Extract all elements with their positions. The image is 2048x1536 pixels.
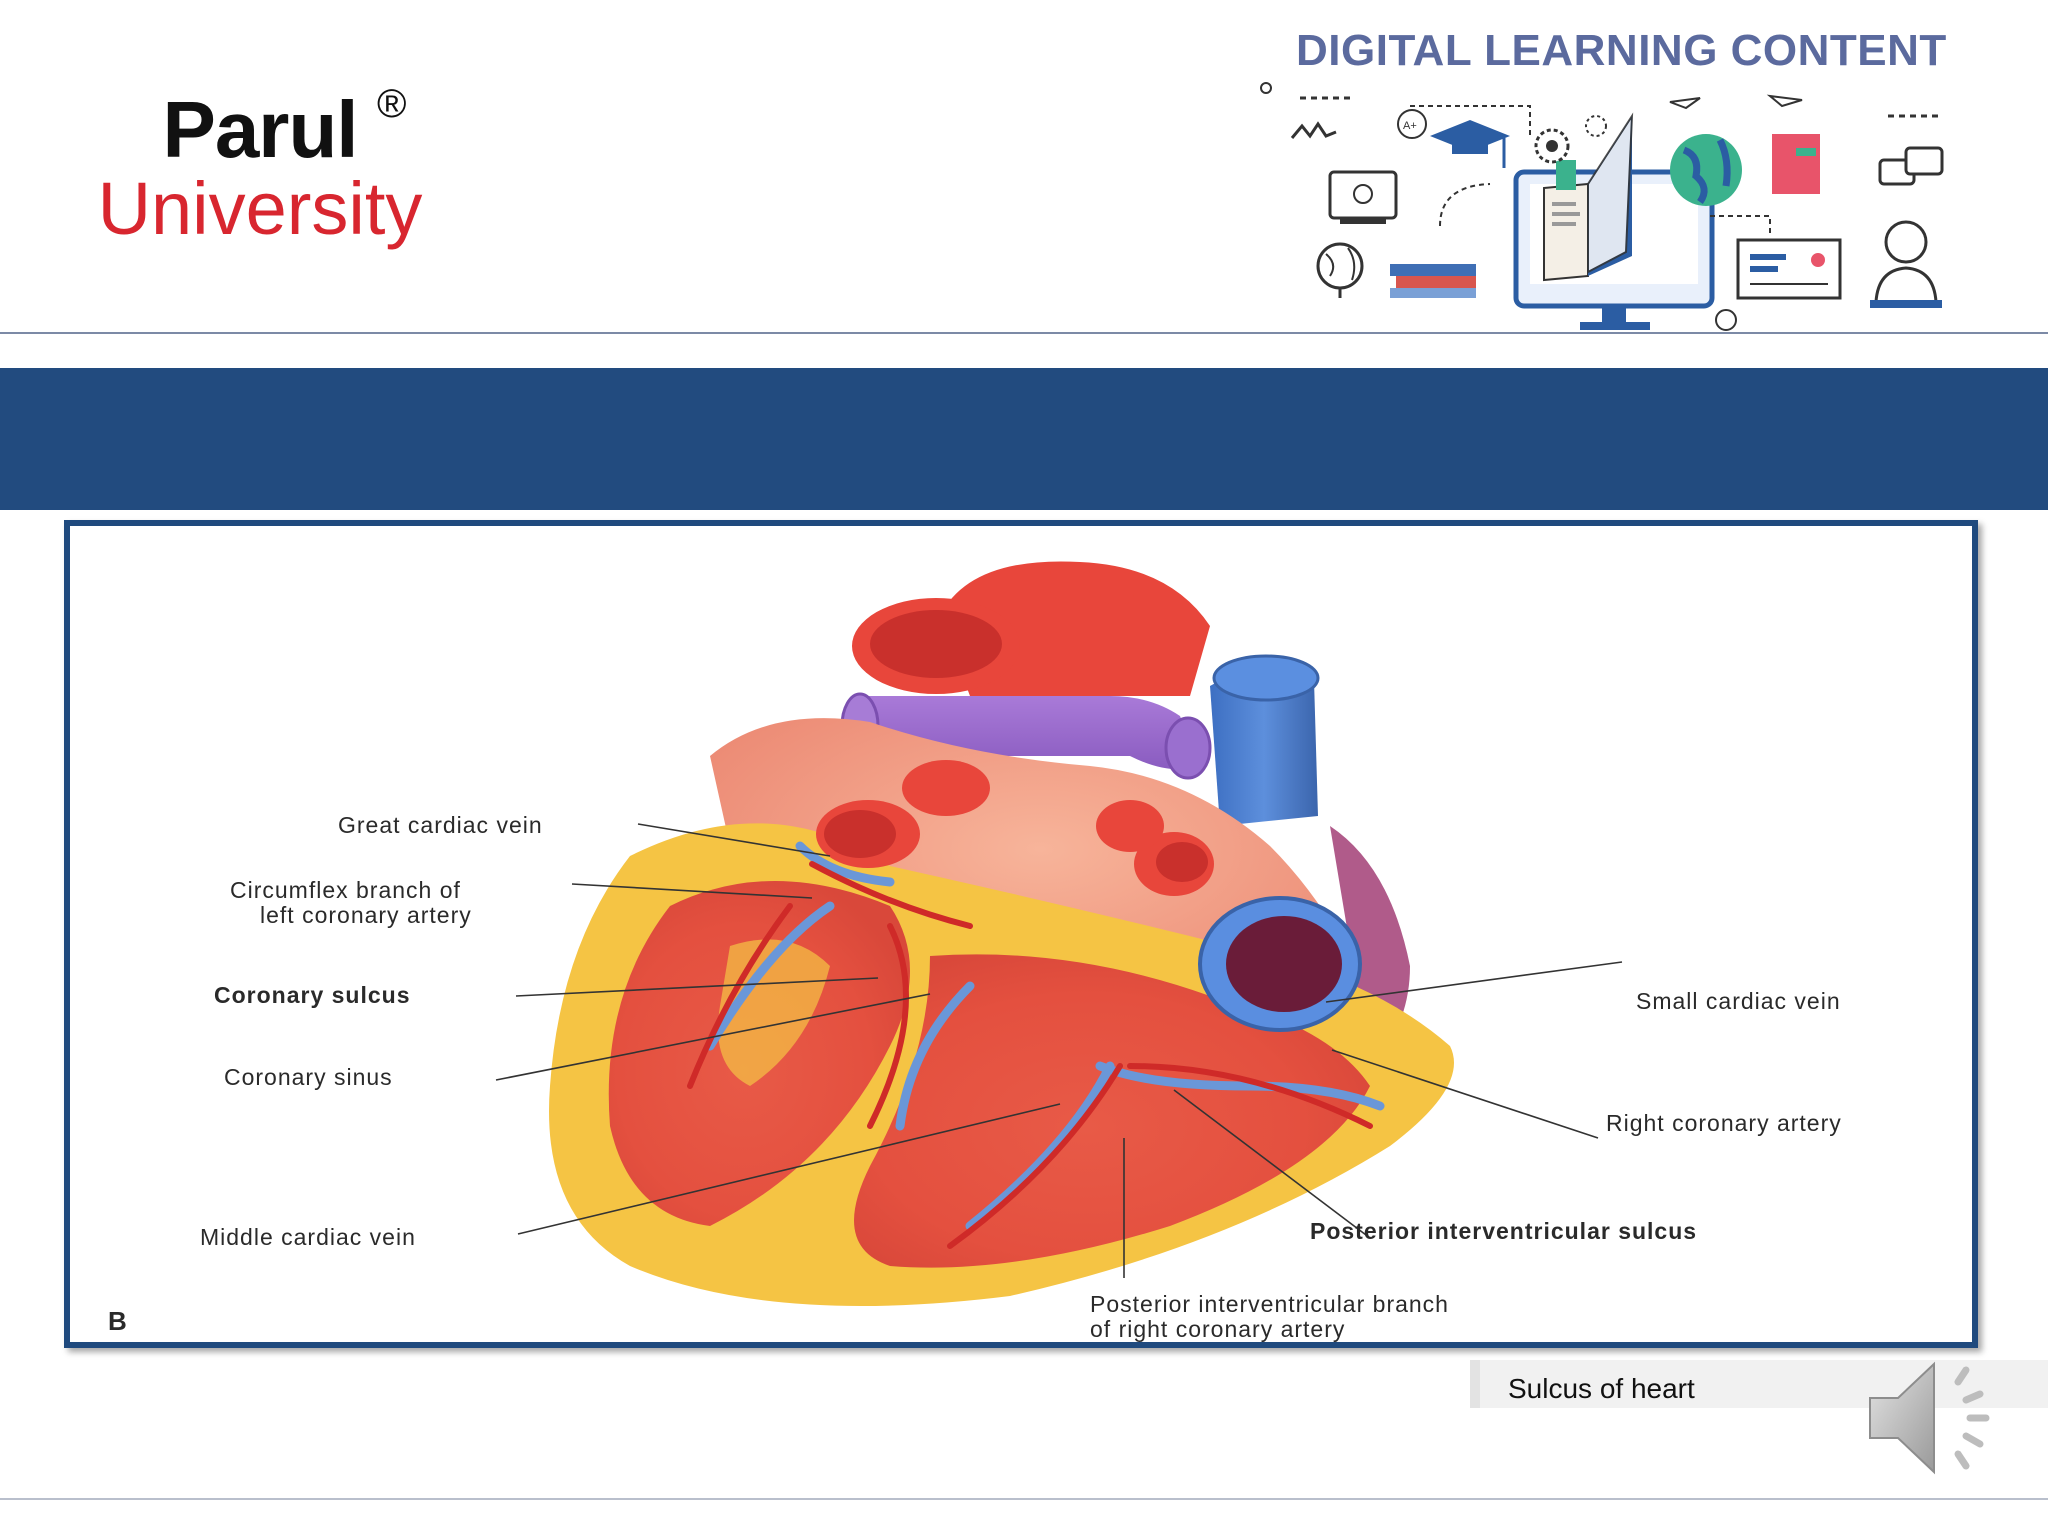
label-circumflex-branch: Circumflex branch of left coronary arter… bbox=[230, 878, 472, 928]
label-leader-lines bbox=[495, 823, 1623, 1278]
earth-icon bbox=[1670, 134, 1742, 206]
label-circumflex-line2: left coronary artery bbox=[260, 902, 472, 928]
certificate-icon bbox=[1736, 238, 1842, 300]
label-circumflex-line1: Circumflex branch of bbox=[230, 877, 461, 903]
label-middle-cardiac-vein: Middle cardiac vein bbox=[200, 1224, 416, 1250]
pulmonary-opening-right bbox=[1164, 716, 1212, 780]
dlc-title: DIGITAL LEARNING CONTENT bbox=[1296, 26, 1947, 75]
label-coronary-sulcus: Coronary sulcus bbox=[214, 982, 411, 1008]
book-icon bbox=[1772, 134, 1820, 194]
digital-learning-illustration: × A+ bbox=[1260, 82, 1944, 331]
label-pib-line1: Posterior interventricular branch bbox=[1090, 1291, 1449, 1317]
user-avatar-icon bbox=[1870, 220, 1942, 308]
pulmonary-vein-openings bbox=[816, 760, 1214, 896]
panel-letter: B bbox=[108, 1306, 128, 1336]
header-divider bbox=[0, 332, 2048, 334]
label-great-cardiac-vein: Great cardiac vein bbox=[338, 812, 543, 838]
figure-caption: Sulcus of heart bbox=[1508, 1373, 1695, 1404]
label-posterior-interventricular-branch: Posterior interventricular branch of rig… bbox=[1090, 1292, 1449, 1342]
coronary-arteries bbox=[687, 861, 1373, 1249]
speaker-icon[interactable] bbox=[1862, 1352, 2002, 1484]
heart-figure: Great cardiac vein Circumflex branch of … bbox=[64, 520, 1978, 1348]
footer-divider bbox=[0, 1498, 2048, 1500]
gear-icon bbox=[1534, 115, 1607, 164]
registered-mark: ® bbox=[377, 82, 407, 126]
label-pib-line2: of right coronary artery bbox=[1090, 1316, 1346, 1342]
chat-icon bbox=[1878, 146, 1944, 186]
books-icon bbox=[1390, 264, 1476, 298]
label-right-coronary-artery: Right coronary artery bbox=[1606, 1110, 1842, 1136]
grade-badge: A+ bbox=[1403, 120, 1417, 132]
label-small-cardiac-vein: Small cardiac vein bbox=[1636, 988, 1841, 1014]
monitor-icon bbox=[1328, 170, 1398, 224]
laptop-book-icon bbox=[1513, 112, 1715, 330]
cardiac-veins bbox=[705, 841, 1385, 1231]
graduation-cap-icon: A+ bbox=[1397, 109, 1510, 168]
globe-icon bbox=[1316, 242, 1364, 298]
logo-subtitle: University bbox=[97, 167, 423, 250]
university-logo: Parul ® University bbox=[80, 84, 440, 250]
heart-illustration bbox=[495, 561, 1623, 1306]
aorta-shape bbox=[852, 561, 1210, 696]
label-coronary-sinus: Coronary sinus bbox=[224, 1064, 393, 1090]
caption-background bbox=[1470, 1360, 2048, 1408]
logo-name: Parul bbox=[162, 85, 358, 174]
superior-vena-cava-shape bbox=[1210, 669, 1318, 826]
slide-title-band bbox=[0, 368, 2048, 510]
label-posterior-interventricular-sulcus: Posterior interventricular sulcus bbox=[1310, 1218, 1698, 1244]
